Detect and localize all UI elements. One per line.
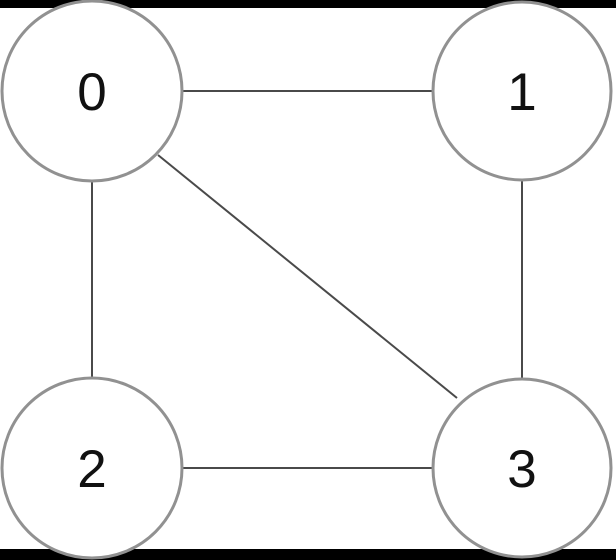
edge-0-3 bbox=[157, 154, 458, 399]
node-0-label: 0 bbox=[77, 63, 106, 122]
node-3[interactable] bbox=[431, 377, 613, 559]
node-1-label: 1 bbox=[507, 63, 536, 122]
node-1[interactable] bbox=[431, 0, 613, 182]
node-3-label: 3 bbox=[507, 440, 536, 499]
top-frame-bar bbox=[0, 0, 616, 8]
node-2-label: 2 bbox=[77, 440, 106, 499]
node-2[interactable] bbox=[0, 376, 184, 560]
bottom-frame-bar bbox=[0, 549, 616, 560]
node-0[interactable] bbox=[0, 0, 184, 183]
